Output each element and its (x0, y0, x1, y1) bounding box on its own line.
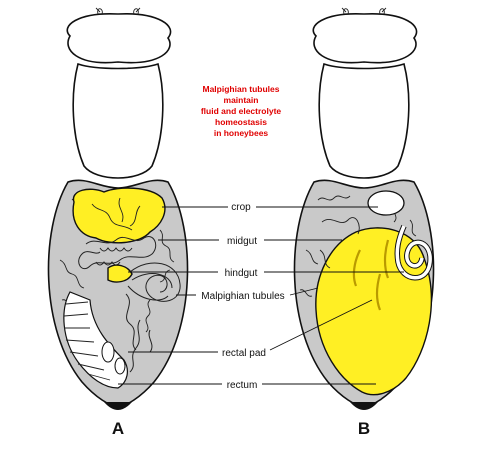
bee-b-rectal-pad-2 (383, 239, 390, 279)
bee-b-stinger (350, 402, 378, 410)
bee-b (293, 7, 435, 410)
title-line-5: in honeybees (214, 128, 269, 138)
bee-a-head (66, 13, 172, 64)
label-hindgut: hindgut (225, 268, 258, 279)
leader-rectal-pad-b (269, 299, 373, 351)
label-rectum-group: rectum (118, 380, 376, 391)
bee-a (47, 7, 189, 410)
panel-label-b: B (358, 419, 370, 438)
bee-b-rectal-pad-3 (375, 273, 382, 311)
bee-a-stinger (104, 402, 132, 410)
title-line-1: Malpighian tubules (203, 84, 280, 94)
bee-a-rectal-pad-2 (114, 357, 126, 375)
bee-b-crop (367, 190, 405, 216)
bee-b-thorax (318, 62, 410, 179)
bee-a-rectal-pad-1 (101, 341, 115, 363)
bee-a-rectum-segments (63, 301, 111, 381)
bee-a-antennae (95, 7, 141, 15)
label-rectum: rectum (227, 380, 258, 391)
bee-a-posterior-tubules (129, 319, 153, 373)
figure-title: Malpighian tubules maintain fluid and el… (201, 84, 282, 138)
bee-a-midgut (78, 236, 157, 270)
bee-b-midgut-coils (319, 217, 360, 269)
title-line-2: maintain (224, 95, 259, 105)
bee-a-hindgut (107, 264, 133, 283)
label-crop-group: crop (162, 202, 378, 213)
label-hindgut-group: hindgut (128, 268, 404, 279)
label-midgut: midgut (227, 236, 257, 247)
bee-a-crop-veins (91, 197, 141, 231)
bee-b-antennae (341, 7, 387, 15)
bee-a-crop (72, 187, 166, 244)
label-rectal-pad: rectal pad (222, 348, 266, 359)
label-crop: crop (231, 202, 251, 213)
title-line-4: homeostasis (215, 117, 267, 127)
bee-b-hindgut-loop-inner (395, 225, 432, 280)
bee-b-head (312, 13, 418, 64)
bee-b-tissue (299, 195, 421, 317)
bee-b-rectal-pad-1 (352, 249, 361, 287)
bee-a-malpighian (125, 262, 181, 351)
label-malpighian-tubules: Malpighian tubules (201, 291, 284, 302)
panel-label-a: A (112, 419, 124, 438)
title-line-3: fluid and electrolyte (201, 106, 282, 116)
label-midgut-group: midgut (158, 236, 342, 247)
label-rectal-pad-group: rectal pad (128, 299, 373, 359)
leader-malpighian-b (289, 287, 319, 296)
label-malpighian-group: Malpighian tubules (176, 287, 319, 302)
bee-a-thorax (72, 62, 164, 179)
